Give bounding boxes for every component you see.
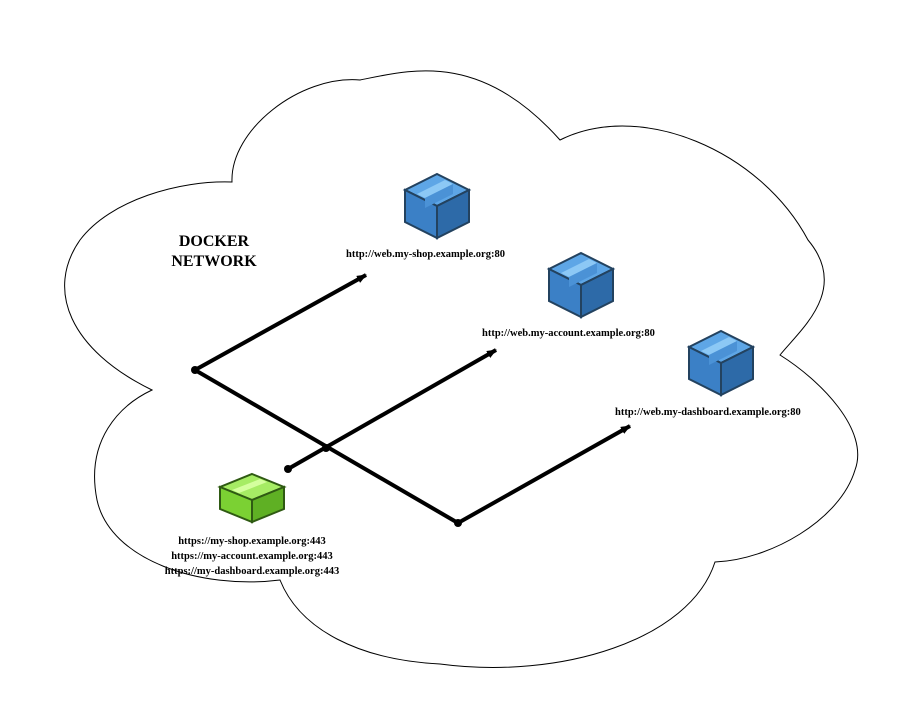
- route-to-shop: [194, 273, 367, 372]
- service-label-shop: http://web.my-shop.example.org:80: [346, 249, 505, 260]
- junction-dot: [191, 366, 199, 374]
- service-label-dashboard: http://web.my-dashboard.example.org:80: [615, 407, 801, 418]
- service-label-account: http://web.my-account.example.org:80: [482, 328, 655, 339]
- network-title-line2: NETWORK: [171, 253, 257, 270]
- proxy-host: https://my-dashboard.example.org:443: [164, 566, 340, 577]
- network-title: DOCKER NETWORK: [150, 232, 278, 272]
- proxy-host: https://my-account.example.org:443: [171, 551, 333, 562]
- route-to-dashboard: [457, 424, 631, 525]
- junction-dot: [454, 519, 462, 527]
- proxy-hosts: https://my-shop.example.org:443 https://…: [147, 534, 357, 579]
- proxy-host: https://my-shop.example.org:443: [178, 536, 326, 547]
- junction-dot: [322, 444, 330, 452]
- network-title-line1: DOCKER: [178, 233, 250, 250]
- connections: [191, 273, 631, 527]
- junction-dot: [284, 465, 292, 473]
